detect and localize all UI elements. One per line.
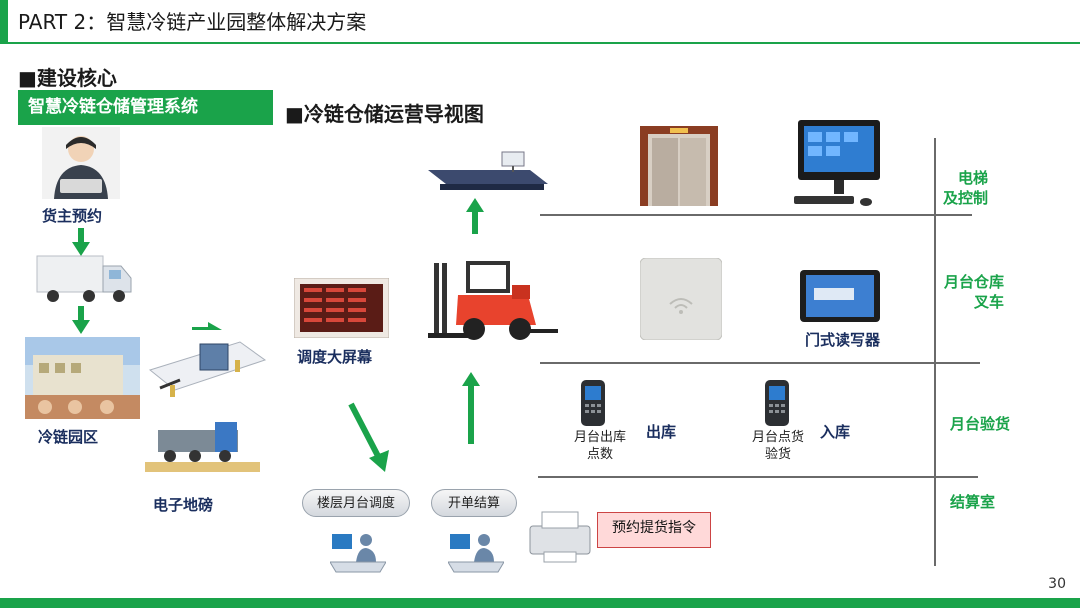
tablet-icon — [800, 270, 880, 322]
zone-divider — [538, 476, 978, 478]
computer-icon — [794, 120, 880, 206]
core-title: ■建设核心 — [18, 66, 117, 90]
zone-divider — [540, 362, 980, 364]
pda-in-label: 月台点货验货 — [751, 430, 804, 462]
system-tag: 智慧冷链仓储管理系统 — [18, 90, 273, 125]
floor-dispatch-button[interactable]: 楼层月台调度 — [302, 489, 410, 517]
diagram-title: ■冷链仓储运营导视图 — [285, 102, 484, 126]
scale-label: 电子地磅 — [153, 496, 214, 514]
zone-label-elevator: 电梯 及控制 — [942, 169, 988, 207]
zone-divider-vertical — [934, 138, 936, 566]
big-screen-icon — [294, 278, 389, 338]
floor-scale-icon — [428, 151, 548, 190]
elevator-icon — [640, 126, 718, 206]
cold-park-label: 冷链园区 — [38, 428, 99, 446]
pda-icon — [765, 380, 789, 426]
truck-icon — [36, 255, 132, 302]
billing-button[interactable]: 开单结算 — [431, 489, 517, 517]
rfid-reader-icon — [640, 258, 722, 340]
header-accent-bar — [0, 0, 8, 42]
operator-desk-icon — [330, 534, 386, 573]
zone-divider — [540, 214, 972, 216]
out-label: 出库 — [646, 423, 677, 441]
zone-label-dock: 月台仓库 叉车 — [943, 273, 1004, 311]
zone-label-settle: 结算室 — [949, 493, 995, 511]
customer-service-icon — [42, 127, 120, 199]
rfid-label: 门式读写器 — [805, 331, 881, 349]
printer-icon — [529, 511, 591, 563]
arrow-down-icon — [72, 228, 90, 256]
page-number: 30 — [1048, 576, 1066, 592]
header-divider — [0, 42, 1080, 44]
pda-icon — [581, 380, 605, 426]
zone-label-inspect: 月台验货 — [949, 415, 1010, 433]
footer-bar — [0, 598, 1080, 608]
cargo-owner-label: 货主预约 — [42, 207, 103, 225]
in-label: 入库 — [820, 423, 851, 441]
arrow-up-icon — [466, 198, 484, 234]
forklift-icon — [428, 261, 558, 340]
big-screen-label: 调度大屏幕 — [297, 348, 373, 366]
arrow-up-icon — [462, 372, 480, 444]
weighbridge-scene-icon — [140, 330, 270, 480]
page-title: PART 2：智慧冷链产业园整体解决方案 — [18, 10, 367, 34]
arrow-diagonal-icon — [348, 402, 389, 472]
cold-park-photo-icon — [25, 337, 140, 419]
operator-desk-icon — [448, 534, 504, 573]
arrow-down-icon — [72, 306, 90, 334]
order-command-label: 预约提货指令 — [597, 512, 711, 548]
pda-out-label: 月台出库点数 — [573, 430, 626, 462]
